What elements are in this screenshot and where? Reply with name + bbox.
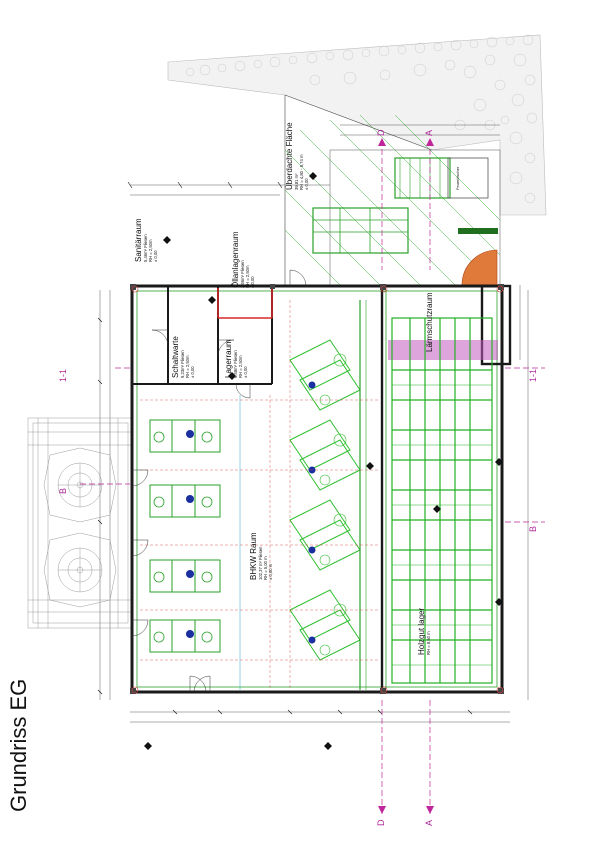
room-ueberdacht-name: Überdachte Fläche	[285, 122, 294, 190]
room-lager: Lagerraum 6,58m² Fliesen RH = 2,50m ± 0,…	[224, 339, 248, 378]
room-lager-name: Lagerraum	[224, 339, 233, 378]
sign-feuerloescher: Feuerlöscher	[455, 166, 460, 190]
bhkw-engines	[149, 419, 221, 653]
section-mark: 1-1	[528, 368, 538, 382]
room-schalt: Schaltwarte 9,23m² Fliesen RH = 2,50m ± …	[171, 336, 195, 378]
room-schalt-name: Schaltwarte	[171, 336, 180, 378]
building-walls	[130, 284, 512, 694]
wood-silo	[461, 249, 498, 286]
room-oel: Öllanlagenraum 3,56m² Fliesen RH = 2,50m…	[231, 231, 255, 288]
drawing-title: Grundriss EG	[6, 678, 31, 812]
section-mark: A	[424, 819, 434, 826]
room-holz: Holzgut lager RH = 8,50 m	[417, 607, 431, 655]
canopy-area	[284, 94, 501, 286]
room-sanitaer: Sanitärraum 5,46m² Fliesen RH = 2,50m ± …	[134, 218, 158, 262]
section-mark: 1-1	[58, 368, 68, 382]
dimension-chains	[97, 124, 529, 723]
adjacent-structure	[27, 417, 134, 629]
paving-area	[167, 34, 547, 216]
room-sanitaer-name: Sanitärraum	[134, 218, 143, 262]
room-oel-line: ± 0,00	[250, 276, 255, 288]
section-mark: D	[376, 819, 386, 827]
room-oel-name: Öllanlagenraum	[231, 231, 240, 288]
axis-markers	[131, 285, 504, 694]
holzlager-grid	[391, 317, 493, 684]
room-ueberdacht: Überdachte Fläche 39,81 m² RH = 4,80 - 5…	[285, 122, 309, 190]
section-mark: A	[424, 129, 434, 136]
room-sanitaer-line: ± 0,00	[153, 250, 158, 262]
section-mark: B	[528, 525, 538, 532]
level-markers	[144, 172, 503, 750]
section-arrows	[378, 138, 434, 814]
room-bhkw-name: BHKW Raum	[249, 532, 258, 580]
room-bhkw: BHKW Raum 102,37 m² Fliesen RH = 5,00 m …	[249, 532, 273, 580]
room-schalt-line: ± 0,00	[190, 366, 195, 378]
room-laerm-name: Lärmschutzraum	[425, 292, 434, 352]
laerm-highlight	[388, 340, 498, 360]
room-ueberdacht-line: ± 0,00	[304, 178, 309, 190]
room-lager-line: ± 0,00	[243, 366, 248, 378]
room-holz-line: RH = 8,50 m	[426, 631, 431, 655]
pipe-runs	[140, 300, 380, 690]
doors	[131, 269, 307, 693]
room-holz-name: Holzgut lager	[417, 607, 426, 655]
room-laerm: Lärmschutzraum	[425, 292, 434, 352]
section-mark: D	[376, 129, 386, 137]
bhkw-modules-right	[289, 339, 361, 661]
room-bhkw-line: ± 0,00 m	[268, 563, 273, 580]
section-mark: B	[58, 487, 68, 494]
section-lines	[80, 140, 545, 815]
